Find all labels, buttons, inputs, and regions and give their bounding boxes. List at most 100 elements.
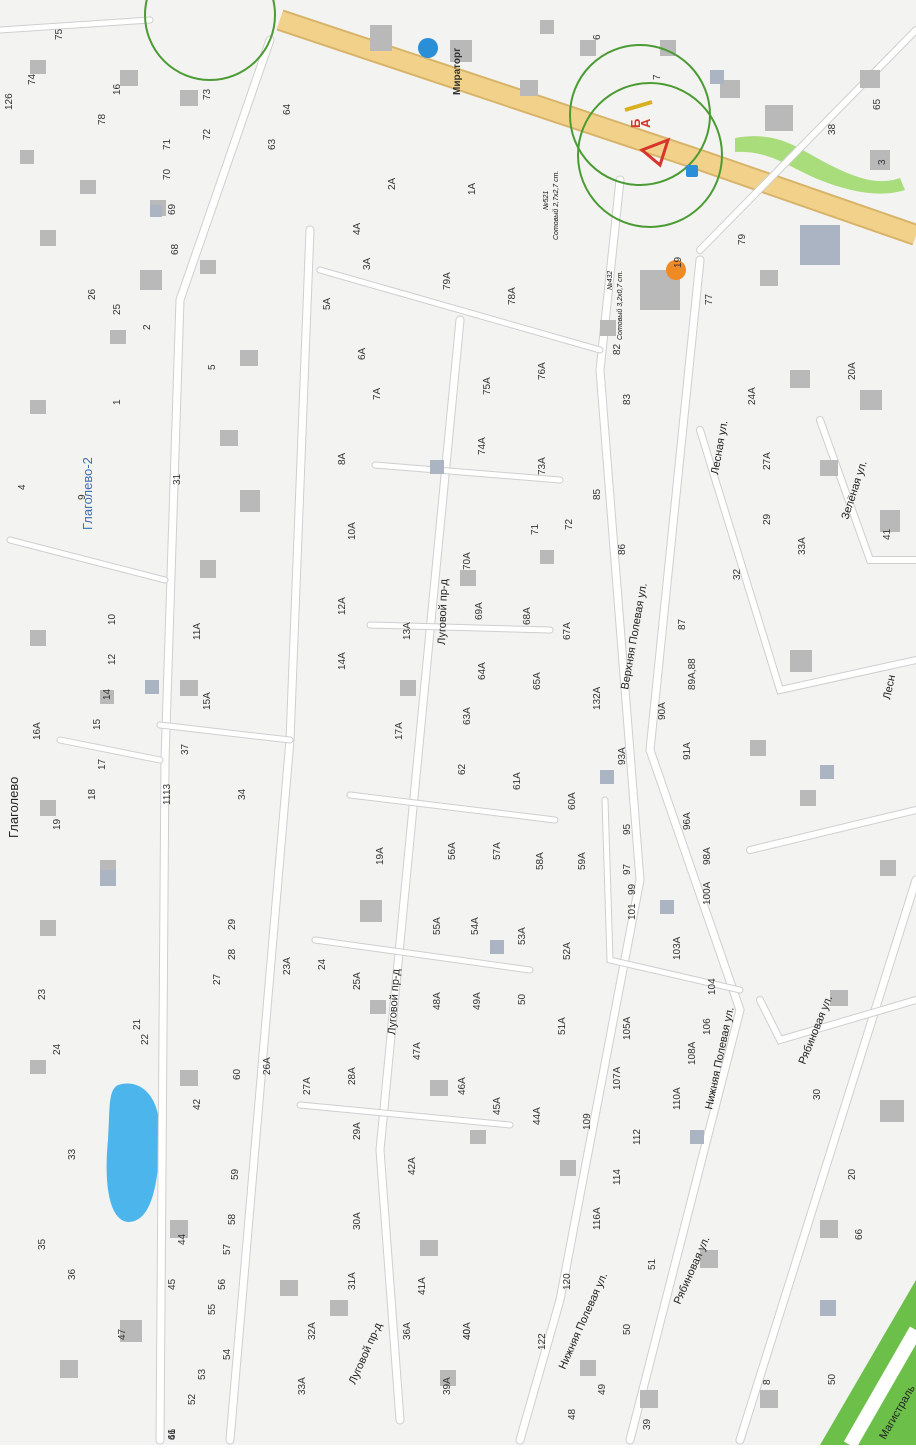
house-number: 35 (37, 1238, 48, 1250)
house-number: 29А (352, 1122, 363, 1140)
house-number: 51 (647, 1258, 658, 1270)
house-number: 69 (167, 203, 178, 215)
house-number: 72 (564, 518, 575, 530)
house-number: 99 (627, 883, 638, 895)
house-number: 10А (347, 522, 358, 540)
house-number: 91А (682, 742, 693, 760)
house-number: 24 (52, 1043, 63, 1055)
house-number: 85 (592, 488, 603, 500)
bus-stop-icon (686, 165, 698, 177)
house-number: 31 (172, 473, 183, 485)
buildings (20, 20, 904, 1408)
house-number: 12 (107, 653, 118, 665)
house-number: 67А (562, 622, 573, 640)
house-number: 29 (762, 513, 773, 525)
house-number: 54 (222, 1348, 233, 1360)
house-number: 6 (592, 34, 603, 40)
park-area (735, 136, 905, 194)
place-glagolevo: Глаголево (6, 777, 21, 838)
house-number: 71 (162, 138, 173, 150)
main-road (277, 11, 916, 244)
house-number: 57 (222, 1243, 233, 1255)
house-number: 42А (407, 1157, 418, 1175)
house-number: 8 (762, 1379, 773, 1385)
house-number: 49А (472, 992, 483, 1010)
street-lugovoy-2: Луговой пр-д (386, 968, 403, 1035)
house-number: 110А (672, 1087, 683, 1110)
house-number: 33А (797, 537, 808, 555)
house-number: 83 (622, 393, 633, 405)
house-number: 32 (732, 568, 743, 580)
house-number: 50 (827, 1373, 838, 1385)
house-number: 57А (492, 842, 503, 860)
pond (106, 1083, 161, 1222)
marker-bar-icon (624, 100, 653, 112)
house-number: 24А (747, 387, 758, 405)
house-number: 63А (462, 707, 473, 725)
house-number: 18 (87, 788, 98, 800)
house-number: 8А (337, 452, 348, 465)
house-number: 77 (704, 293, 715, 305)
house-number: 64А (477, 662, 488, 680)
house-number: 46 (167, 1428, 178, 1440)
house-number: 19 (52, 818, 63, 830)
house-number: 7 (652, 74, 663, 80)
house-number: 75А (482, 377, 493, 395)
house-number: 100А (702, 881, 713, 905)
house-number: 39А (442, 1377, 453, 1395)
note-1-size: Сотовый 2,7х2,7 ст. (552, 171, 560, 240)
house-number: 109 (582, 1113, 593, 1130)
house-number: 82 (612, 343, 623, 355)
house-number: 16А (32, 722, 43, 740)
house-number: 1А (467, 182, 478, 195)
store-name: Мираторг (452, 48, 463, 95)
house-number: 34 (237, 788, 248, 800)
house-number: 53А (517, 927, 528, 945)
house-number: 33А (297, 1377, 308, 1395)
house-number: 3 (877, 159, 888, 165)
house-number: 89А,88 (687, 658, 698, 690)
house-number: 31А (347, 1272, 358, 1290)
house-number: 106 (702, 1018, 713, 1035)
house-number: 27А (762, 452, 773, 470)
house-number: 79 (737, 233, 748, 245)
orange-sign-icon (666, 260, 686, 280)
house-number: 65А (532, 672, 543, 690)
house-number: 7А (372, 387, 383, 400)
street-lesnaya: Лесная ул. (709, 419, 730, 475)
house-number: 61 (167, 1428, 178, 1440)
coverage-circle-top-left (144, 0, 276, 81)
house-number: 66 (854, 1228, 865, 1240)
house-number: 75 (54, 28, 65, 40)
house-number: 78 (97, 113, 108, 125)
house-number: 9 (77, 494, 88, 500)
store-icon (418, 38, 438, 58)
house-number: 19А (375, 847, 386, 865)
house-number: 53 (197, 1368, 208, 1380)
house-number: 54А (470, 917, 481, 935)
street-lugovoy-3: Луговой пр-д (347, 1321, 385, 1387)
street-lesnaya-cut: Лесн (881, 674, 898, 701)
house-number: 10 (107, 613, 118, 625)
house-number: 56А (447, 842, 458, 860)
house-number: 36 (67, 1268, 78, 1280)
house-number: 70А (462, 552, 473, 570)
house-number: 132А (592, 686, 603, 710)
marker-letter-a: А (638, 118, 653, 128)
house-number: 50 (622, 1323, 633, 1335)
house-number: 28 (227, 948, 238, 960)
house-number: 26 (87, 288, 98, 300)
house-number: 32А (307, 1322, 318, 1340)
house-number: 73 (202, 88, 213, 100)
house-number: 52 (187, 1393, 198, 1405)
house-number: 120 (562, 1273, 573, 1290)
house-number: 12А (337, 597, 348, 615)
house-number: 26А (262, 1057, 273, 1075)
house-number: 90А (657, 702, 668, 720)
house-number: 2А (387, 177, 398, 190)
house-number: 76А (537, 362, 548, 380)
house-number: 20 (847, 1168, 858, 1180)
house-number: 11А (192, 623, 203, 640)
house-number: 108А (687, 1041, 698, 1065)
